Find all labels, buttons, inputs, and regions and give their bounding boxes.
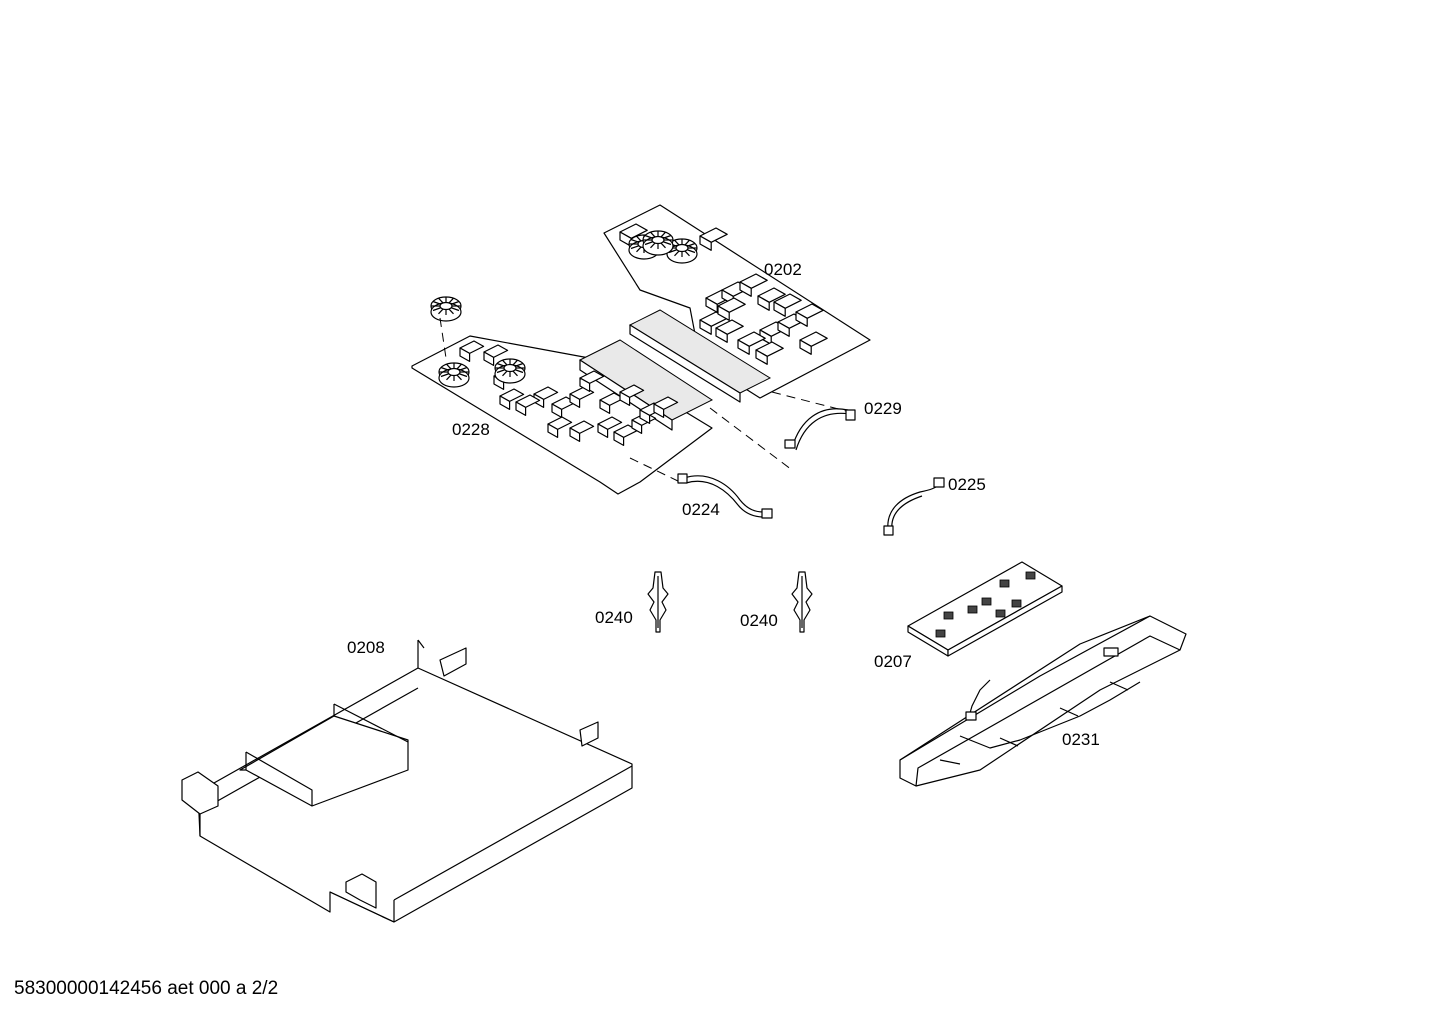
power-board-lower (411, 296, 714, 495)
drawing-code: 58300000142456 aet 000 a 2/2 (14, 978, 279, 999)
cable-0225 (883, 477, 945, 536)
mounting-bracket (899, 615, 1187, 787)
spacer-0240-left (647, 571, 669, 633)
control-board (907, 561, 1063, 657)
label-0208: 0208 (347, 638, 385, 657)
tray-housing (181, 639, 633, 923)
label-0202: 0202 (764, 260, 802, 279)
cable-0229 (784, 408, 856, 451)
cable-0224 (677, 473, 773, 519)
spacer-0240-right (791, 571, 813, 633)
part-labels: 0202 0228 0229 0225 0224 0240 0240 0207 … (347, 260, 1100, 749)
label-0240-left: 0240 (595, 608, 633, 627)
label-0231: 0231 (1062, 730, 1100, 749)
label-0229: 0229 (864, 399, 902, 418)
label-0225: 0225 (948, 475, 986, 494)
label-0240-right: 0240 (740, 611, 778, 630)
label-0224: 0224 (682, 500, 720, 519)
power-board-upper (603, 204, 871, 403)
label-0228: 0228 (452, 420, 490, 439)
label-0207: 0207 (874, 652, 912, 671)
